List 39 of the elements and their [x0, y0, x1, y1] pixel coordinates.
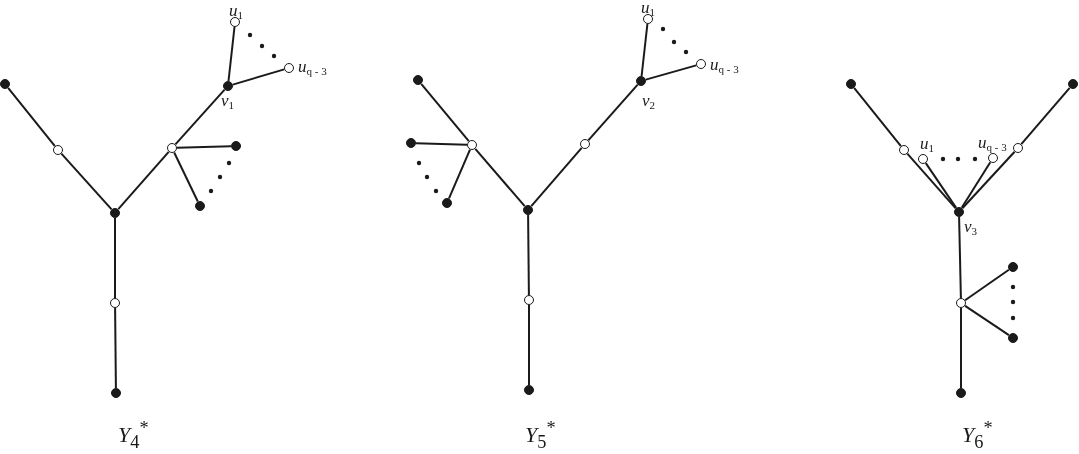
vertex-label: u$_{1}$	[229, 2, 243, 20]
vertex-label: v$_{3}$	[964, 218, 978, 236]
vertex-label: v$_{2}$	[642, 92, 656, 110]
edge-line	[7, 86, 56, 148]
edge-line	[958, 216, 962, 299]
vertex-label: u$_{1}$	[641, 0, 655, 17]
vertex-label: u$_{q - 3}$	[978, 134, 1007, 152]
edge-line	[906, 152, 957, 210]
edge-line	[420, 82, 470, 143]
edge-line	[964, 304, 1010, 337]
edge-line	[176, 145, 232, 149]
vertex-label: u$_{q - 3}$	[298, 58, 327, 76]
edge-line	[530, 146, 583, 208]
edge-line	[924, 162, 958, 209]
edge-line	[114, 217, 116, 299]
edge-line	[964, 268, 1010, 302]
edge-line	[528, 304, 530, 386]
edge-line	[644, 64, 698, 81]
edge-line	[415, 142, 468, 146]
edge-line	[114, 307, 117, 389]
edge-line	[961, 150, 1016, 210]
edge-line	[640, 23, 649, 77]
edge-line	[853, 86, 902, 148]
edge-line	[60, 152, 113, 211]
vertex-label: u$_{q - 3}$	[710, 56, 739, 74]
edge-line	[1020, 86, 1071, 146]
edge-line	[474, 147, 526, 208]
edge-line	[960, 307, 962, 389]
edge-line	[960, 161, 992, 209]
edge-line	[587, 83, 639, 142]
edge-line	[173, 151, 199, 203]
edge-line	[231, 68, 286, 86]
edge-line	[174, 88, 226, 146]
vertex-label: v$_{1}$	[221, 92, 235, 110]
edge-line	[527, 214, 530, 296]
edge-line	[117, 150, 170, 211]
vertex-label: u$_{1}$	[920, 135, 934, 153]
edge-line	[227, 26, 236, 82]
edge-line	[448, 148, 471, 200]
